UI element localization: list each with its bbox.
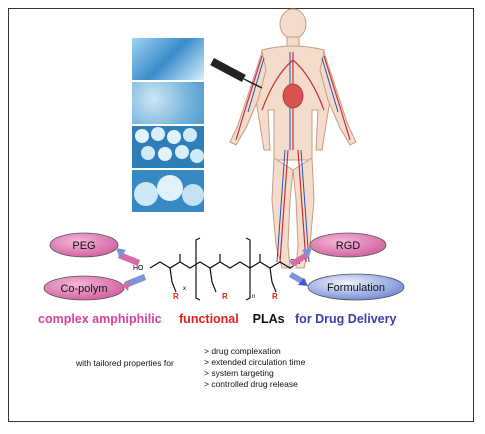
property-item: > drug complexation [204, 346, 281, 356]
headline-plas: PLAs [252, 312, 285, 326]
microspheres-photo [132, 126, 204, 168]
powder-photo [132, 82, 204, 124]
arrow-to-peg [116, 248, 140, 266]
headline-drug-delivery: for Drug Delivery [295, 312, 397, 326]
r-group-1: R [173, 292, 179, 301]
headline-functional: functional [179, 312, 239, 326]
peg-label: PEG [72, 240, 95, 252]
r-group-2: R [222, 292, 228, 301]
formulation-pill [307, 273, 405, 301]
properties-intro: with tailored properties for [76, 358, 174, 368]
ho-label: HO [133, 265, 144, 272]
property-item: > system targeting [204, 368, 274, 378]
copolym-label: Co-polym [60, 283, 107, 295]
copolym-pill [43, 275, 125, 301]
rgd-pill [309, 232, 387, 258]
r-group-3: R [272, 292, 278, 301]
property-item: > controlled drug release [204, 379, 298, 389]
large-spheres-dots [134, 175, 204, 206]
microspheres-dots [135, 127, 204, 163]
arrow-to-copolym [122, 274, 146, 291]
formulation-label: Formulation [327, 282, 385, 294]
arrow-to-formulation [289, 272, 308, 286]
subscript-n: n [252, 294, 255, 300]
headline-amphiphilic: complex amphiphilic [38, 312, 162, 326]
syringe-icon [210, 58, 263, 89]
arrow-to-rgd [290, 248, 312, 267]
property-item: > extended circulation time [204, 357, 306, 367]
headline: complex amphiphilic functional PLAs for … [38, 312, 396, 326]
peg-pill [49, 232, 119, 258]
large-spheres-photo [132, 170, 204, 212]
vial-photo [132, 38, 204, 80]
rgd-label: RGD [336, 240, 361, 252]
subscript-x: x [183, 286, 186, 292]
properties-list: > drug complexation > extended circulati… [204, 346, 305, 390]
